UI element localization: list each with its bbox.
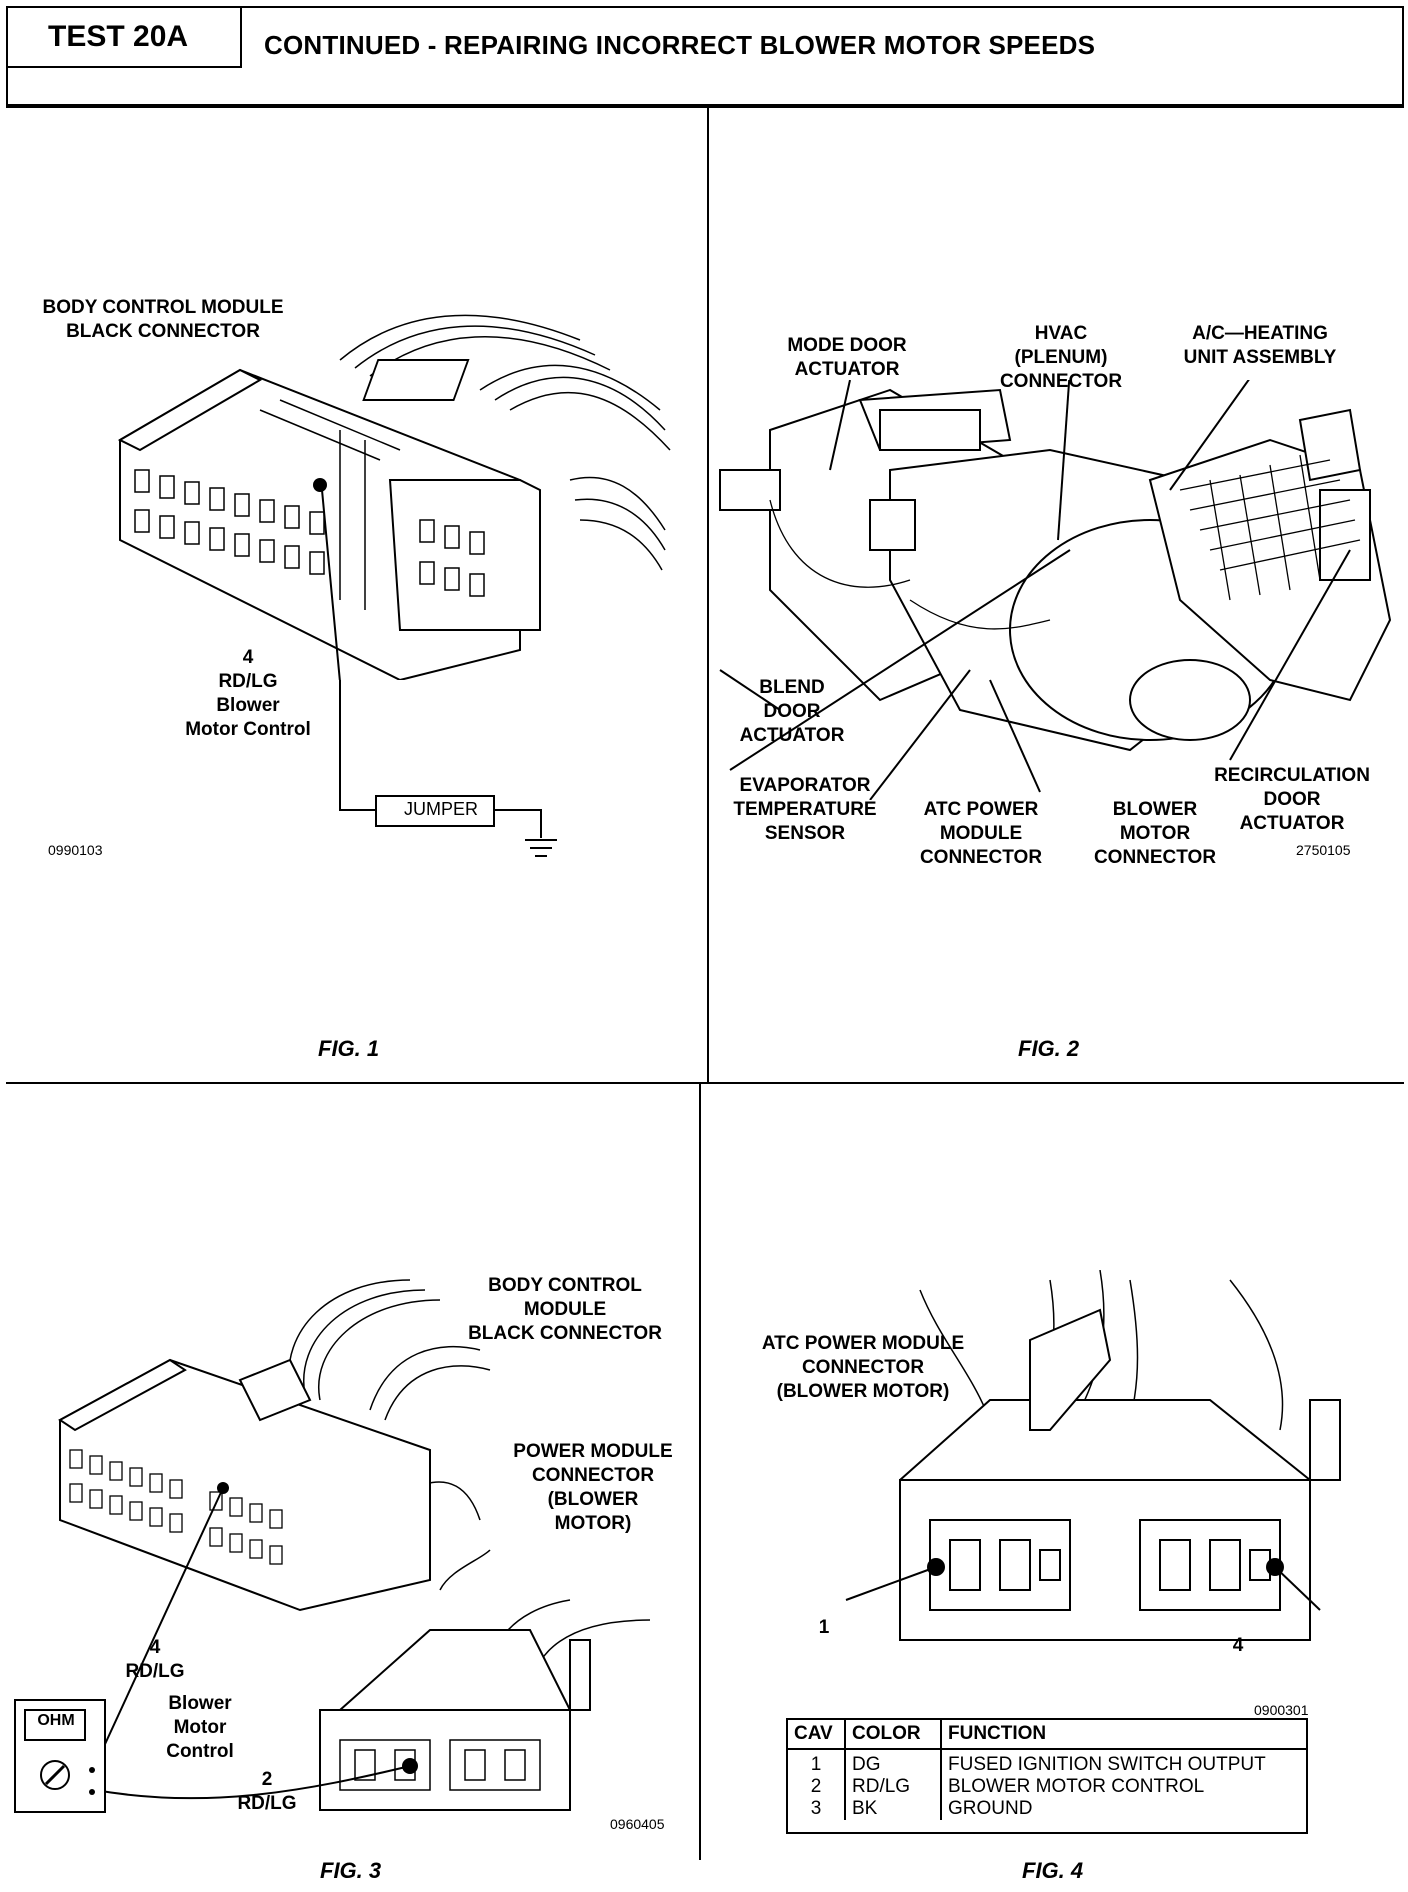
table-cell-function: GROUND [948, 1798, 1033, 1819]
fig1-jumper-wire [339, 680, 557, 857]
fig3-title: BODY CONTROL MODULE BLACK CONNECTOR [468, 1275, 662, 1344]
table-header-cav: CAV [788, 1720, 846, 1750]
fig1-pin-cavities [134, 469, 485, 597]
fig4-title: ATC POWER MODULE CONNECTOR (BLOWER MOTOR… [761, 1333, 965, 1402]
jumper-label: JUMPER [403, 799, 478, 819]
cavity-table: CAV COLOR FUNCTION 1 DG FUSED IGNITION S… [788, 1720, 1306, 1820]
fig3-pin2-label: 2 RD/LG [237, 1769, 297, 1814]
fig2-blower-motor-label: BLOWER MOTOR CONNECTOR [1093, 799, 1217, 868]
fig4-connector-illustration [845, 1270, 1341, 1641]
fig3-connectors-illustration [14, 1279, 651, 1813]
fig1-wire-bundle [339, 314, 671, 571]
fig1-code: 0990103 [48, 842, 103, 858]
table-cell-color: BK [845, 1798, 942, 1820]
fig2-blend-door-label: BLEND DOOR ACTUATOR [739, 677, 845, 746]
fig4-pin1-label: 1 [818, 1617, 830, 1638]
fig4-code: 0900301 [1254, 1702, 1309, 1718]
grid-divider-lower-vertical [699, 1082, 701, 1860]
table-cell-function: BLOWER MOTOR CONTROL [948, 1776, 1205, 1797]
fig2-ac-heating-label: A/C—HEATING UNIT ASSEMBLY [1183, 323, 1337, 368]
table-cell-cav: 2 [788, 1776, 846, 1798]
fig3-meter-leads [94, 1487, 411, 1800]
fig2-atc-power-label: ATC POWER MODULE CONNECTOR [919, 799, 1043, 868]
fig1-caption: FIG. 1 [318, 1036, 380, 1061]
table-cell-color: RD/LG [845, 1776, 942, 1798]
fig2-mode-door-label: MODE DOOR ACTUATOR [787, 335, 907, 380]
fig2-recirculation-label: RECIRCULATION DOOR ACTUATOR [1214, 765, 1370, 834]
fig2-caption: FIG. 2 [1018, 1036, 1080, 1061]
table-row: 2 RD/LG BLOWER MOTOR CONTROL [788, 1776, 1306, 1798]
grid-divider-top [6, 106, 1404, 108]
header-bar: TEST 20A CONTINUED - REPAIRING INCORRECT… [6, 6, 1404, 106]
table-header-function: FUNCTION [941, 1720, 1306, 1750]
fig2-leader-lines [719, 380, 1351, 800]
fig2-hvac-label: HVAC (PLENUM) CONNECTOR [999, 323, 1123, 392]
fig2-evaporator-label: EVAPORATOR TEMPERATURE SENSOR [733, 775, 877, 844]
fig3-blower-control-label: Blower Motor Control [166, 1693, 234, 1762]
fig2-code: 2750105 [1296, 842, 1351, 858]
fig1-pin-label: 4 RD/LG Blower Motor Control [185, 647, 311, 740]
table-cell-cav: 3 [788, 1798, 846, 1820]
grid-divider-middle [6, 1082, 1404, 1084]
fig1-connector-illustration [117, 314, 671, 680]
page-title: CONTINUED - REPAIRING INCORRECT BLOWER M… [264, 30, 1096, 60]
fig1-pin4-dot [313, 478, 327, 492]
fig4-cavity-table: CAV COLOR FUNCTION 1 DG FUSED IGNITION S… [786, 1718, 1308, 1834]
grid-divider-upper-vertical [707, 106, 709, 1082]
table-row: 1 DG FUSED IGNITION SWITCH OUTPUT [788, 1749, 1306, 1776]
fig1-title: BODY CONTROL MODULE BLACK CONNECTOR [42, 297, 284, 342]
fig2-hvac-assembly-illustration [719, 380, 1392, 800]
fig4-caption: FIG. 4 [1022, 1858, 1084, 1883]
fig3-power-module-label: POWER MODULE CONNECTOR (BLOWER MOTOR) [513, 1441, 673, 1534]
ground-icon [525, 839, 557, 857]
table-cell-function: FUSED IGNITION SWITCH OUTPUT [948, 1754, 1266, 1775]
table-cell-cav: 1 [788, 1749, 846, 1776]
meter-display-text: OHM [37, 1712, 75, 1729]
test-id: TEST 20A [48, 20, 189, 53]
table-row: 3 BK GROUND [788, 1798, 1306, 1820]
fig4-pin4-label: 4 [1232, 1635, 1244, 1656]
table-header-color: COLOR [845, 1720, 942, 1750]
table-header-row: CAV COLOR FUNCTION [788, 1720, 1306, 1750]
fig3-caption: FIG. 3 [320, 1858, 382, 1883]
table-cell-color: DG [845, 1749, 942, 1776]
fig3-code: 0960405 [610, 1816, 665, 1832]
test-id-box: TEST 20A [8, 8, 242, 68]
ohmmeter-icon [14, 1699, 106, 1813]
